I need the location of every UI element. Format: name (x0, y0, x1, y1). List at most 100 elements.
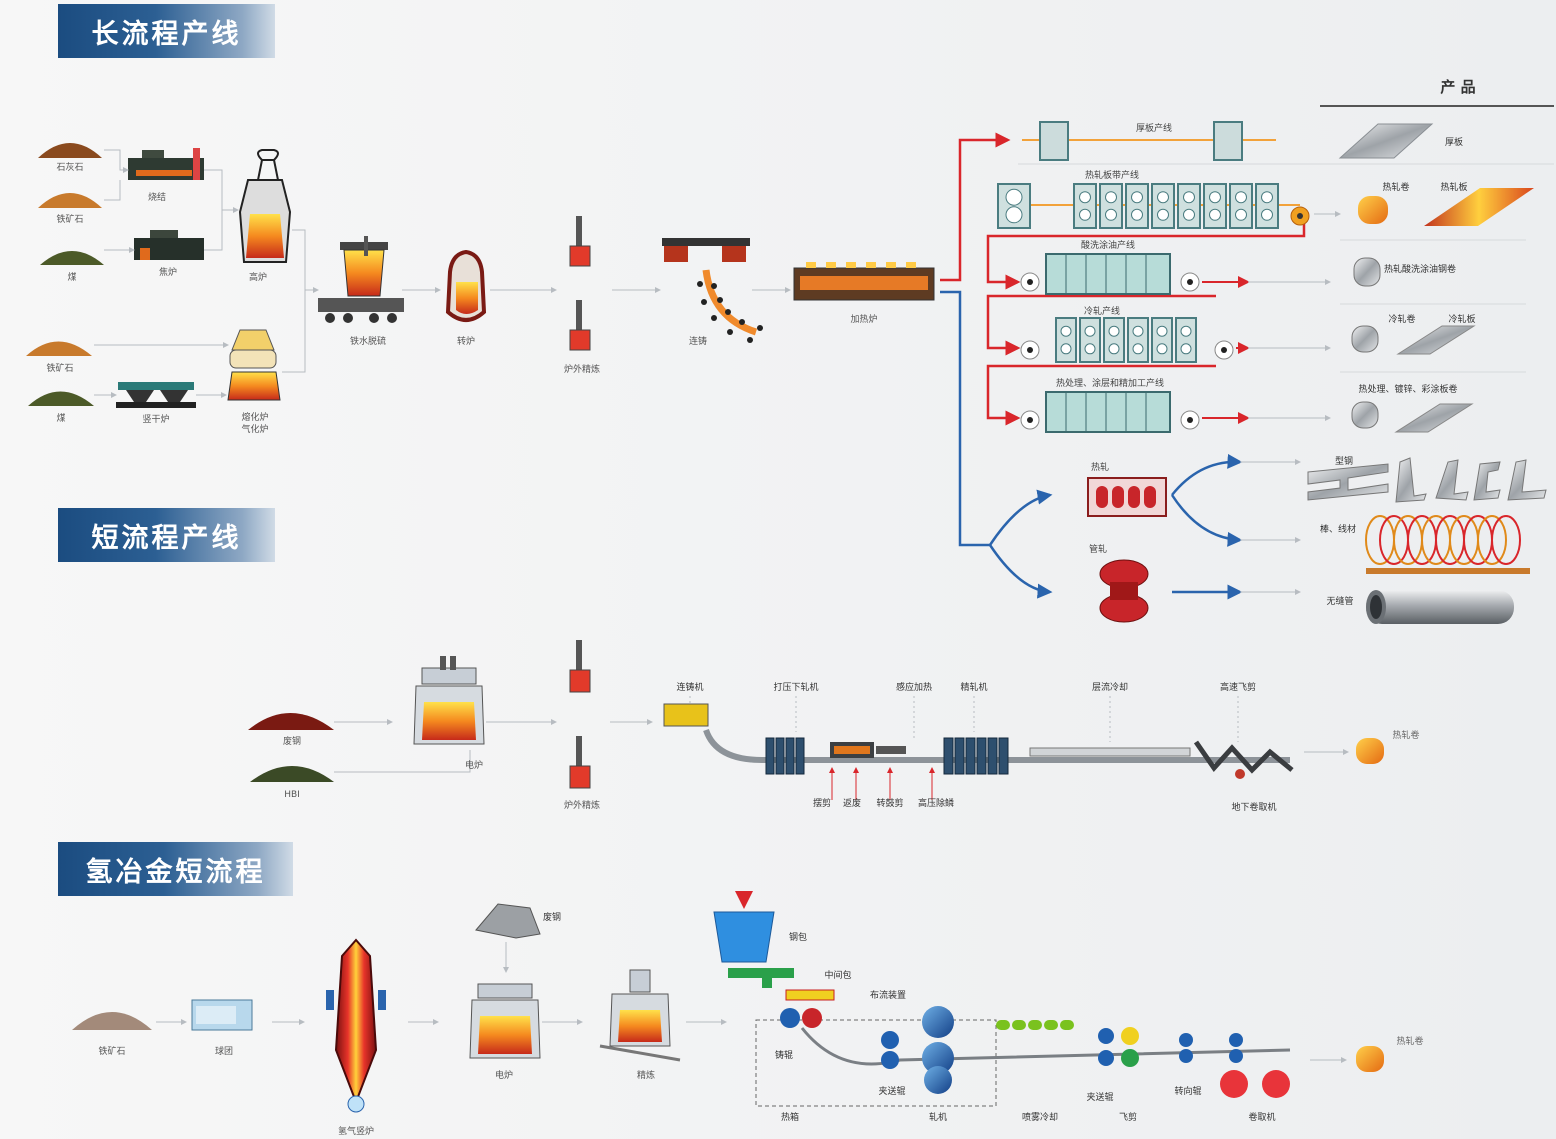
label-pinch-roll-1: 夹送辊 (878, 1085, 905, 1097)
ladle (713, 911, 775, 963)
label-shaft-furnace: 氢气竖炉 (338, 1125, 374, 1137)
label-short-refining: 炉外精炼 (564, 799, 600, 811)
angle-shape (1435, 459, 1469, 501)
i-beam-shape (1307, 463, 1389, 501)
label-h-flying-shear: 飞剪 (1119, 1111, 1137, 1123)
label-h-iron-ore: 铁矿石 (98, 1045, 125, 1057)
product-sections: 型钢 (1335, 455, 1353, 467)
cold-rolling-stand (1103, 317, 1125, 363)
strip-roll (1179, 1049, 1193, 1063)
label-hot-rolling: 热轧 (1091, 461, 1109, 473)
label-casting-roll: 铸辊 (775, 1049, 793, 1061)
short-refining-lance-1 (576, 640, 582, 670)
plate-mill-stand-1 (1039, 121, 1069, 161)
label-flying-shear: 高速飞剪 (1220, 681, 1256, 693)
product-cold-coil-shape (1351, 325, 1379, 353)
label-hot-box: 热箱 (781, 1111, 799, 1123)
label-deflector-roll: 转向辊 (1174, 1085, 1201, 1097)
label-rotary-shear: 转鼓剪 (876, 797, 903, 809)
hot-box-boundary (755, 1019, 997, 1107)
finishing-stand (943, 737, 954, 775)
cold-rolling-stand (1055, 317, 1077, 363)
label-caster: 连铸机 (676, 681, 703, 693)
refining-lance-1 (576, 216, 582, 246)
product-pickled-coil-shape (1353, 257, 1381, 287)
finishing-stand (976, 737, 987, 775)
wire-coil-ring (1477, 515, 1507, 565)
casting-roll-left (780, 1008, 800, 1028)
coal-pile-2 (28, 391, 94, 406)
label-tube-rolling: 管轧 (1089, 543, 1107, 555)
label-coating-line: 热处理、涂层和精加工产线 (1056, 377, 1164, 389)
section-banner-long: 长流程产线 (58, 4, 275, 58)
label-desulfurization: 铁水脱硫 (350, 335, 386, 347)
products-header: 产 品 (1440, 78, 1475, 96)
label-blast-furnace: 高炉 (249, 271, 267, 283)
short-process: 废钢 HBI 电炉 炉外精炼 连铸机 打 (248, 640, 1420, 813)
label-reheating-furnace: 加热炉 (850, 313, 877, 325)
cold-rolling-stand (1079, 317, 1101, 363)
melter-gasifier (231, 329, 275, 351)
casting-roll-right (802, 1008, 822, 1028)
label-distributor: 布流装置 (870, 989, 906, 1001)
short-refining-lance-2 (576, 736, 582, 766)
product-coated-coil-shape (1351, 401, 1379, 429)
strand-line (703, 728, 1290, 763)
limestone-pile (38, 143, 102, 158)
label-eaf: 电炉 (465, 759, 483, 771)
strip-roll (881, 1031, 899, 1049)
spray-header (1012, 1020, 1026, 1030)
label-ladle: 钢包 (789, 931, 807, 943)
label-secondary-refining: 炉外精炼 (564, 363, 600, 375)
label-h-scrap: 废钢 (543, 911, 561, 923)
pickling-tank (1045, 253, 1171, 295)
hot-strip-finishing-stand (1125, 183, 1149, 229)
strip-roll (1229, 1033, 1243, 1047)
hbi-pile (250, 766, 334, 782)
finishing-stand (965, 737, 976, 775)
coal-pile-1 (40, 251, 104, 265)
label-iron-ore-2: 铁矿石 (46, 362, 73, 374)
finishing-mill-stands (943, 737, 1009, 775)
label-hbi: HBI (284, 790, 300, 800)
iron-ore-pile-2 (26, 341, 92, 356)
section-banner-short: 短流程产线 (58, 508, 275, 562)
tundish (728, 968, 794, 978)
label-pinch-roll-2: 夹送辊 (1086, 1091, 1113, 1103)
channel-shape (1473, 461, 1501, 501)
label-pickling-line: 酸洗涂油产线 (1081, 239, 1135, 251)
strip-roll (1179, 1033, 1193, 1047)
label-pellet: 球团 (215, 1045, 233, 1057)
product-coated-coil: 热处理、镀锌、彩涂板卷 (1358, 383, 1457, 395)
h-scrap (475, 903, 541, 939)
hot-strip-finishing-stand (1203, 183, 1227, 229)
label-rolling-mill: 轧机 (929, 1111, 947, 1123)
plate-mill-stand-2 (1213, 121, 1243, 161)
product-bar-wire: 棒、线材 (1320, 523, 1356, 535)
finishing-stand (954, 737, 965, 775)
label-induction-heating: 感应加热 (896, 681, 932, 693)
seamless-tube-shape (1366, 590, 1514, 624)
product-hot-sheet: 热轧板 (1440, 181, 1467, 193)
strip-roll (1121, 1027, 1139, 1045)
finishing-stand (998, 737, 1009, 775)
label-hot-strip-line: 热轧板带产线 (1085, 169, 1139, 181)
strip-roll (1098, 1050, 1114, 1066)
label-hp-descaling: 高压除鳞 (918, 797, 954, 809)
cold-rolling-stand (1151, 317, 1173, 363)
label-converter: 转炉 (457, 335, 475, 347)
hot-strip-finishing-stand (1099, 183, 1123, 229)
product-plate: 厚板 (1445, 136, 1463, 148)
strip-roll (1121, 1049, 1139, 1067)
h-refining-tower (629, 969, 651, 993)
bar-bundle (1366, 568, 1530, 574)
reduction-stand (785, 737, 795, 775)
label-pendulum-shear: 摆剪 (813, 797, 831, 809)
label-short-hot-coil: 热轧卷 (1392, 729, 1419, 741)
label-downcoiler: 地下卷取机 (1231, 801, 1276, 813)
cast-strip (800, 1027, 1291, 1066)
long-process: 石灰石 铁矿石 煤 铁矿石 煤 烧结 焦炉 高 (26, 78, 1554, 624)
angle-shape-2 (1507, 459, 1547, 501)
hydrogen-shaft-furnace (334, 938, 378, 1105)
